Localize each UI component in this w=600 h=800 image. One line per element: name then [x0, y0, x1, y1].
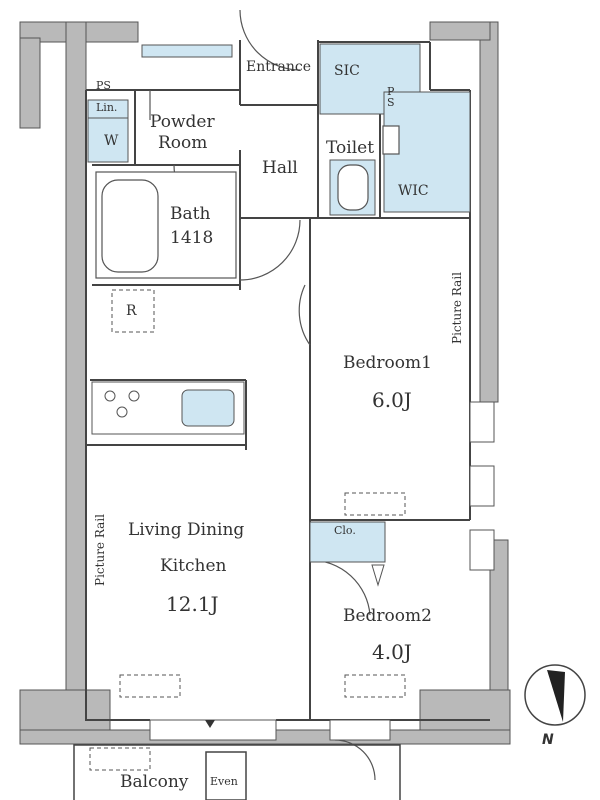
wic-label: WIC — [398, 183, 429, 199]
ps-label: PS — [96, 79, 111, 92]
powder-room-label-2: Room — [158, 133, 208, 153]
refrigerator-area — [111, 289, 155, 333]
picture-rail-left-label: Picture Rail — [93, 514, 107, 586]
bath-label: Bath — [170, 204, 211, 224]
hall-label: Hall — [262, 158, 298, 178]
bedroom1-label: Bedroom1 — [343, 353, 432, 373]
compass-north-label: N — [542, 732, 554, 748]
fixtures — [87, 43, 471, 563]
kitchen-counter — [91, 381, 245, 435]
bedroom1-size: 6.0J — [372, 388, 412, 412]
powder-room-label-1: Powder — [150, 112, 215, 132]
balcony-outline — [73, 744, 401, 800]
ldk-size: 12.1J — [166, 592, 219, 616]
ldk-label-1: Living Dining — [128, 520, 245, 540]
entry-arrow — [205, 720, 215, 728]
bathtub — [95, 171, 237, 279]
picture-rail-right-label: Picture Rail — [450, 272, 464, 344]
balcony-label: Balcony — [120, 772, 189, 792]
closet-label: Clo. — [334, 524, 356, 537]
bedroom2-size: 4.0J — [372, 640, 412, 664]
sic-label: SIC — [334, 63, 360, 79]
closet-arrow — [371, 564, 385, 587]
toilet-fixture — [337, 125, 400, 211]
compass-icon — [524, 664, 586, 726]
refrigerator-label: R — [126, 303, 137, 319]
even-label: Even — [210, 775, 238, 788]
ldk-label-2: Kitchen — [160, 556, 227, 576]
ps-vertical-label: PS — [387, 85, 395, 109]
linen-label: Lin. — [96, 101, 118, 114]
bath-size-label: 1418 — [170, 228, 214, 248]
entrance-label: Entrance — [246, 59, 312, 75]
bedroom2-label: Bedroom2 — [343, 606, 432, 626]
dashed-marks — [89, 492, 406, 771]
toilet-label: Toilet — [326, 138, 375, 158]
washer-label: W — [104, 133, 119, 149]
